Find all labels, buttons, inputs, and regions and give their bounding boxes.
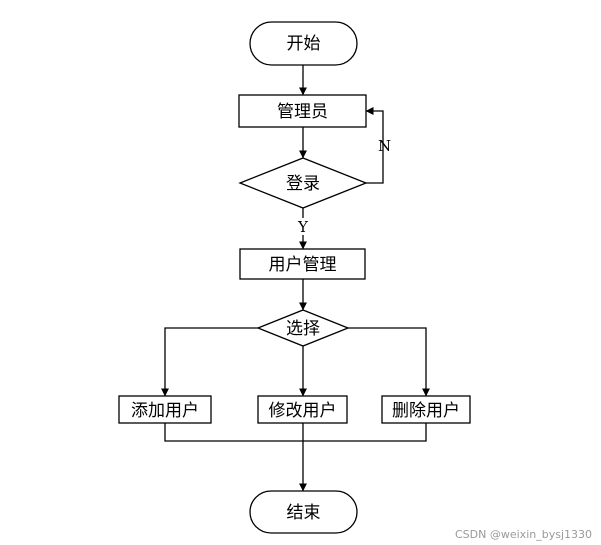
end-label: 结束 <box>287 503 321 523</box>
user-management-node: 用户管理 <box>239 248 366 280</box>
edit-user-node: 修改用户 <box>257 395 348 424</box>
edge-select-to-add <box>161 327 258 397</box>
delete-user-label: 删除用户 <box>392 401 460 421</box>
edge-select-to-delete <box>348 327 430 397</box>
edge-delete-to-merge <box>303 423 427 442</box>
add-user-label: 添加用户 <box>131 401 199 421</box>
edge-add-to-merge <box>164 423 303 442</box>
login-decision: 登录 <box>238 157 368 209</box>
delete-user-node: 删除用户 <box>381 395 471 424</box>
add-user-node: 添加用户 <box>118 395 212 424</box>
admin-label: 管理员 <box>277 102 328 122</box>
edit-user-label: 修改用户 <box>269 401 337 421</box>
select-decision: 选择 <box>256 309 350 347</box>
end-node: 结束 <box>249 490 358 534</box>
login-no-label: N <box>378 137 391 155</box>
start-node: 开始 <box>249 21 358 66</box>
edge-login-no-loop <box>365 107 384 184</box>
user-management-label: 用户管理 <box>269 255 337 275</box>
select-label: 选择 <box>286 319 320 339</box>
start-label: 开始 <box>287 34 321 54</box>
login-yes-label: Y <box>297 218 309 236</box>
login-yes-label-bg <box>294 218 312 235</box>
watermark-text: CSDN @weixin_bysj1330 <box>455 528 592 541</box>
admin-node: 管理员 <box>238 94 367 128</box>
login-label: 登录 <box>286 174 320 194</box>
